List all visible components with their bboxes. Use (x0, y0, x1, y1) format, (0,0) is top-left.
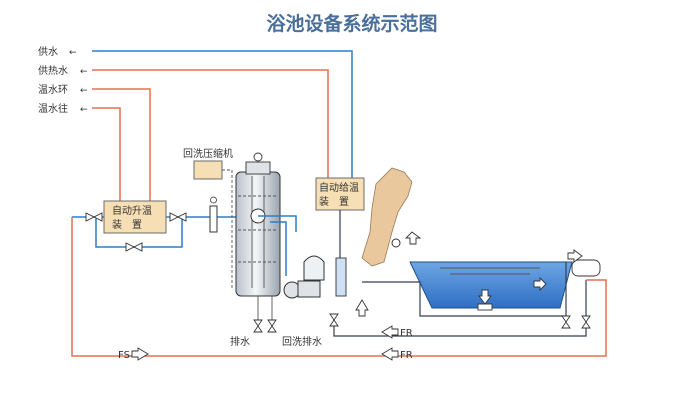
pool-valve-3b (329, 319, 339, 327)
auto-dosing-label-line2: 装 置 (319, 195, 349, 208)
flow-arrow-fs (131, 347, 149, 361)
auto-dosing-label-line1: 自动给温 (319, 181, 359, 194)
backwash-compressor: 回洗压缩机 (183, 147, 233, 290)
pipe-warm-water-return (92, 88, 151, 207)
pipe-hot-water-supply (92, 69, 329, 180)
heater-outlet-valve (169, 212, 180, 222)
hair-catcher-body (303, 255, 325, 281)
flow-arrow-left-inlet (567, 249, 583, 263)
legend-label-hot-water-supply: 供热水 (38, 64, 68, 77)
rock-waterfall (361, 167, 413, 267)
pump-motor (297, 280, 321, 298)
drain-label: 排水 (230, 335, 250, 348)
backwash-drain-valve (267, 319, 277, 327)
circulation-pump (283, 280, 321, 299)
diagram-title: 浴池设备系统示范图 (266, 12, 437, 35)
heat-exchanger-gauge (210, 196, 217, 204)
legend: 供水 ← 供热水 ← 温水环 ← 温水往 ← (38, 45, 88, 115)
hair-catcher (303, 255, 325, 281)
pipe-hot-return-right (71, 217, 607, 357)
compressor-label: 回洗压缩机 (183, 147, 233, 160)
pool-valve-2b (581, 321, 591, 329)
pool-main-drain (477, 303, 493, 311)
heat-exchanger (209, 205, 218, 233)
heater-outlet-valve-b (176, 212, 187, 222)
heater-inlet-valve (85, 212, 96, 222)
auto-dosing-unit: 自动给温 装 置 (315, 177, 365, 211)
auto-heater-label-line1: 自动升温 (112, 204, 152, 217)
fs-label: FS (118, 350, 130, 361)
flow-arrow-fr-upper (381, 325, 399, 339)
flow-arrow-fr-lower (381, 347, 399, 361)
heater-inlet-valve-b (92, 212, 103, 222)
drain-valve (253, 319, 263, 327)
auto-heater-unit: 自动升温 装 置 (103, 200, 167, 234)
pipe-filter-outlet-b (270, 221, 287, 276)
pipe-water-supply (92, 50, 353, 180)
legend-label-warm-water-return: 温水环 (38, 84, 68, 96)
pipe-filter-outlet (258, 215, 297, 232)
pool-valve-2 (581, 315, 591, 323)
bath-pool (409, 259, 601, 311)
pool-valve-3 (329, 313, 339, 321)
flow-arrow-inlet (404, 231, 422, 245)
bypass-valve (125, 242, 136, 252)
bypass-valve-b (132, 242, 143, 252)
legend-symbol-water-supply: ← (69, 48, 77, 58)
filter-gauge (253, 152, 263, 162)
backwash-drain-label: 回洗排水 (282, 335, 322, 348)
legend-symbol-warm-water-outgoing: ← (80, 105, 88, 115)
flow-arrow-up (355, 299, 369, 317)
auto-heater-label-line2: 装 置 (112, 218, 142, 231)
waterfall-nozzle (391, 238, 401, 248)
pipe-warm-water-outgoing (92, 107, 121, 207)
flow-arrow-pool (533, 276, 547, 292)
legend-symbol-warm-water-return: ← (80, 86, 88, 96)
pool-valve-1b (561, 321, 571, 329)
fr-label-upper: FR (400, 328, 413, 339)
pool-basin (409, 261, 573, 309)
compressor-air-line (222, 169, 233, 290)
auto-dosing-box (315, 177, 365, 211)
legend-label-water-supply: 供水 (38, 45, 58, 58)
fr-label-lower: FR (400, 350, 413, 361)
compressor-box (193, 160, 223, 180)
dosing-tank (335, 257, 347, 297)
pool-return-bottom (333, 280, 587, 337)
filter-tank-top (245, 161, 271, 175)
drain-valve-b (253, 325, 263, 333)
filter-inner-pipe (251, 176, 265, 288)
pool-overflow-box (571, 259, 601, 277)
pool-valve-1 (561, 315, 571, 323)
flow-arrow-drain (478, 289, 492, 305)
legend-label-warm-water-outgoing: 温水往 (38, 102, 68, 115)
legend-symbol-hot-water-supply: ← (80, 67, 88, 77)
backwash-drain-valve-b (267, 325, 277, 333)
filter-tank (235, 152, 281, 297)
pool-return-loop (362, 281, 567, 317)
legend-pipes (92, 50, 353, 207)
filter-tank-body (235, 171, 281, 297)
